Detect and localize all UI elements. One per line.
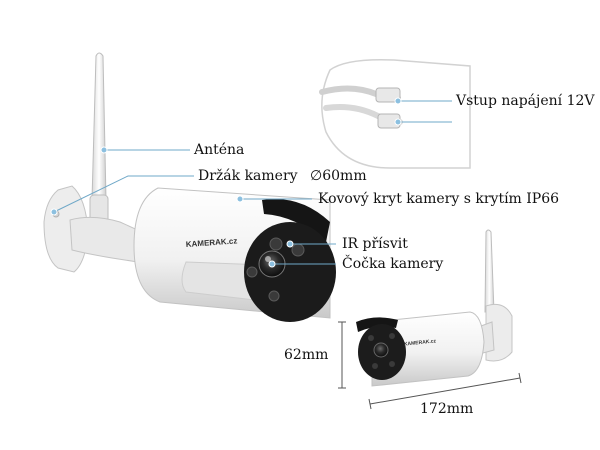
small-brand-logo: KAMERAK.cz xyxy=(404,338,437,347)
small-ir-led-4 xyxy=(389,361,395,367)
label-housing: Kovový kryt kamery s krytím IP66 xyxy=(318,191,560,207)
label-power-input: Vstup napájení 12V xyxy=(456,93,595,109)
small-ir-led-3 xyxy=(372,363,378,369)
dimension-tick-length-right xyxy=(518,372,522,384)
ir-led-2 xyxy=(246,266,258,278)
dot-icon xyxy=(394,97,402,105)
front-face xyxy=(244,222,336,322)
ir-led-3 xyxy=(268,290,280,302)
small-lens xyxy=(373,342,389,358)
dot-icon xyxy=(286,240,294,248)
small-antenna xyxy=(484,229,495,313)
dot-icon xyxy=(394,118,402,126)
dot-icon xyxy=(268,260,276,268)
ir-led-4 xyxy=(291,243,305,257)
label-ir-light: IR přísvit xyxy=(342,236,408,252)
ir-led-1 xyxy=(269,237,283,251)
power-plug-upper xyxy=(375,87,401,103)
label-length-dimension: 172mm xyxy=(420,401,474,417)
dot-icon xyxy=(236,195,244,203)
dot-icon xyxy=(50,208,58,216)
lens-highlight xyxy=(265,256,271,262)
callout-line-bracket xyxy=(53,175,194,213)
label-lens: Čočka kamery xyxy=(342,256,444,272)
main-camera xyxy=(43,52,336,322)
brand-logo: KAMERAK.cz xyxy=(186,236,238,249)
dot-icon xyxy=(100,146,108,154)
label-bracket-diameter: ∅60mm xyxy=(310,168,367,184)
small-ir-led-2 xyxy=(389,333,395,339)
antenna xyxy=(91,52,107,201)
label-height-dimension: 62mm xyxy=(284,347,329,363)
label-bracket-text: Držák kamery xyxy=(198,168,298,184)
power-connector-inset xyxy=(319,58,471,169)
small-ir-led-1 xyxy=(368,335,374,341)
dimension-line-length xyxy=(369,377,521,405)
small-camera xyxy=(356,229,513,387)
label-bracket: Držák kamery ∅60mm xyxy=(198,168,367,184)
dimension-tick-length-left xyxy=(368,398,372,410)
label-antenna: Anténa xyxy=(194,142,245,158)
